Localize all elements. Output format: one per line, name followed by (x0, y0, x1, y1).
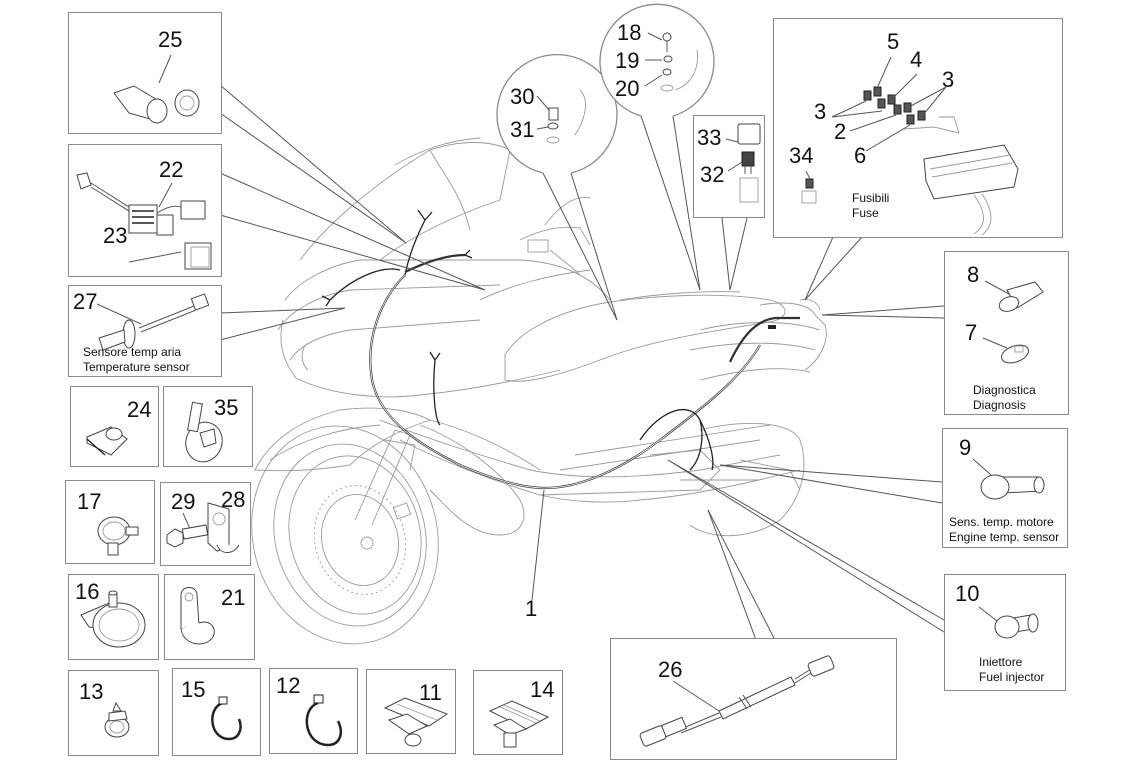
ref-label-15: 15 (181, 677, 206, 702)
caption-line-en: Engine temp. sensor (949, 530, 1060, 544)
caption-line-it: Iniettore (979, 655, 1023, 669)
part-box-17[interactable]: 17 (65, 480, 155, 564)
caption-line-en: Fuse (852, 206, 879, 220)
small-clamp-icon (104, 701, 130, 738)
fuse-block-icon (801, 56, 1019, 236)
bolt-bracket-icon (166, 502, 240, 553)
ref-label-30: 30 (510, 84, 535, 109)
diagnostic-connector-icon (982, 280, 1044, 364)
ref-label-26: 26 (658, 657, 683, 682)
ref-label-16: 16 (75, 579, 100, 604)
ref-label-32: 32 (700, 162, 725, 187)
part-box-11[interactable]: 11 (366, 669, 456, 754)
part-caption-27: Sensore temp aria Temperature sensor (83, 345, 190, 375)
part-caption-10: Iniettore Fuel injector (979, 655, 1044, 685)
cable-clamp-icon (97, 516, 139, 556)
ref-label-2: 2 (834, 119, 847, 144)
ref-label-33: 33 (697, 125, 722, 150)
ref-label-13: 13 (79, 679, 104, 704)
socket-icon (113, 54, 200, 124)
part-box-29-28[interactable]: 29 28 (160, 482, 251, 566)
part-box-10[interactable]: 10 Iniettore Fuel injector (944, 574, 1066, 691)
scooter-body (251, 137, 827, 645)
ref-label-4: 4 (910, 47, 923, 72)
caption-line-it: Sensore temp aria (83, 345, 182, 359)
caption-line-en: Diagnosis (973, 398, 1026, 412)
part-caption-fuses: Fusibili Fuse (852, 191, 889, 221)
ref-label-29: 29 (171, 489, 196, 514)
part-box-9[interactable]: 9 Sens. temp. motore Engine temp. sensor (942, 428, 1068, 548)
clip-nut-icon (86, 426, 128, 456)
part-caption-8-7: Diagnostica Diagnosis (973, 383, 1036, 413)
ref-label-21: 21 (221, 585, 246, 610)
ref-label-20: 20 (615, 76, 640, 101)
part-box-21[interactable]: 21 (164, 574, 255, 660)
ref-label-1: 1 (525, 596, 538, 621)
ref-label-17: 17 (77, 489, 102, 514)
ref-label-7: 7 (965, 320, 978, 345)
caption-line-en: Fuel injector (979, 670, 1045, 684)
caption-line-it: Sens. temp. motore (949, 515, 1054, 529)
leader-lines (219, 84, 945, 641)
ref-label-3a: 3 (814, 99, 827, 124)
push-clip-icon (185, 401, 223, 463)
ref-label-8: 8 (967, 262, 980, 287)
caption-line-it: Fusibili (852, 191, 890, 205)
cable-tie-icon (211, 696, 242, 741)
ref-label-23: 23 (103, 223, 128, 248)
ref-label-14: 14 (530, 677, 555, 702)
large-clamp-icon (80, 590, 146, 648)
part-box-fuses[interactable]: 5 4 3 3 2 6 34 (773, 18, 1063, 238)
relay-fuse-icon (725, 123, 761, 203)
air-temp-sensor-icon (96, 293, 210, 351)
ref-label-34: 34 (789, 143, 814, 168)
ref-label-35: 35 (214, 395, 239, 420)
part-box-35[interactable]: 35 (163, 386, 253, 467)
ref-label-18: 18 (617, 20, 642, 45)
ref-label-24: 24 (127, 397, 152, 422)
ref-label-12: 12 (276, 673, 301, 698)
fuel-injector-icon (978, 606, 1039, 639)
part-box-15[interactable]: 15 (172, 668, 261, 756)
part-box-22-23[interactable]: 22 23 (68, 144, 222, 277)
ref-label-11: 11 (419, 680, 442, 705)
part-box-8-7[interactable]: 8 7 Diagnostica Diagnosis (944, 251, 1069, 415)
part-box-14[interactable]: 14 (473, 670, 563, 755)
ref-label-27: 27 (73, 289, 98, 314)
part-box-12[interactable]: 12 (269, 668, 358, 754)
part-box-33-32[interactable]: 33 32 (693, 115, 765, 218)
extension-cable-icon (639, 655, 835, 747)
bubble-30-31 (496, 54, 618, 174)
part-box-13[interactable]: 13 (68, 670, 159, 756)
p-clip-icon (180, 587, 215, 645)
ref-label-5: 5 (887, 29, 900, 54)
edge-clip-icon (383, 697, 449, 747)
part-box-26[interactable]: 26 (610, 638, 897, 760)
caption-line-en: Temperature sensor (83, 360, 190, 374)
ref-label-22: 22 (159, 157, 184, 182)
part-caption-9: Sens. temp. motore Engine temp. sensor (949, 515, 1059, 545)
ref-label-31: 31 (510, 117, 535, 142)
part-box-16[interactable]: 16 (68, 574, 159, 660)
rail-clip-icon (488, 700, 550, 748)
ref-label-6: 6 (854, 143, 867, 168)
ref-label-3b: 3 (942, 67, 955, 92)
ref-label-10: 10 (955, 581, 980, 606)
ref-label-9: 9 (959, 435, 972, 460)
ref-label-28: 28 (221, 487, 246, 512)
ref-label-19: 19 (615, 48, 640, 73)
cable-tie-large-icon (305, 694, 342, 747)
engine-temp-sensor-icon (972, 458, 1045, 500)
bubble-18-20 (599, 3, 715, 117)
relay-module-icon (76, 172, 212, 270)
ref-label-25: 25 (158, 27, 183, 52)
wiring-harness (321, 209, 800, 490)
part-box-24[interactable]: 24 (70, 386, 159, 467)
part-box-25[interactable]: 25 (68, 12, 222, 134)
part-box-27[interactable]: 27 Sensore temp aria Temperature sensor (68, 285, 222, 377)
caption-line-it: Diagnostica (973, 383, 1036, 397)
